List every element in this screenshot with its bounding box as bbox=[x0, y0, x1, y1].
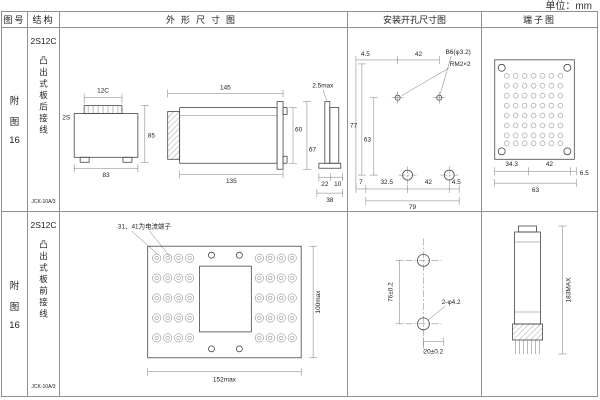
figure-char-1: 附 bbox=[9, 96, 20, 107]
mounting-hole-pattern: 76±0.2 2-φ4.2 20±0.2 bbox=[388, 238, 461, 356]
dim-34.3-label: 34.3 bbox=[505, 161, 518, 168]
dim-4.5-top-label: 4.5 bbox=[361, 51, 370, 58]
relay-side-profile: 183MAX bbox=[512, 225, 573, 355]
figure-cell-row1: 附 图 16 bbox=[2, 28, 28, 212]
dim-2.5max-label: 2.5max bbox=[312, 83, 334, 90]
figure-cell-row2: 附 图 16 bbox=[2, 212, 28, 396]
figure-number: 16 bbox=[9, 135, 20, 146]
dim-10-label: 10 bbox=[334, 181, 342, 188]
dim-77-label: 77 bbox=[350, 122, 358, 129]
mounting-drawing-row1: 4.5 42 B6(φ3.2) RM2×2 77 63 bbox=[350, 49, 471, 211]
structure-cell-row2: 2S12C 凸出式板前接线 JCK-10A/3 bbox=[28, 212, 60, 396]
dim-145-label: 145 bbox=[220, 85, 231, 92]
dim-42-top-label: 42 bbox=[415, 51, 423, 58]
figure-char-1: 附 bbox=[9, 280, 20, 292]
structure-cell-row1: 2S12C 凸出式板后接线 JCK-10A/3 bbox=[28, 28, 60, 212]
hole-spec-label: 2-φ4.2 bbox=[442, 299, 461, 306]
drawing-table: 图号 结构 外形尺寸图 安装开孔尺寸图 端子图 附 图 16 2S12C 凸出式… bbox=[1, 11, 598, 397]
terminal-drawing-row1: 34.3 42 6.5 63 bbox=[494, 59, 589, 194]
dim-152max-label: 152max bbox=[213, 377, 237, 384]
front-wiring-plate: 31、41为电流端子 bbox=[118, 221, 322, 383]
dim-63-label: 63 bbox=[532, 187, 540, 194]
terminal-block-face: 34.3 42 6.5 63 bbox=[494, 59, 589, 194]
outline-cell-row2: 31、41为电流端子 bbox=[60, 212, 348, 396]
right-terminal-group bbox=[254, 253, 297, 343]
dim-22-label: 22 bbox=[321, 181, 329, 188]
dim-2s-label: 2S bbox=[62, 115, 71, 122]
model-label: 2S12C bbox=[30, 220, 57, 230]
dim-183max-label: 183MAX bbox=[566, 277, 573, 303]
terminal-cell-row2: 183MAX bbox=[482, 212, 597, 396]
relay-code-label: JCK-10A/3 bbox=[31, 199, 56, 205]
structure-label: 凸出式板前接线 bbox=[38, 240, 49, 321]
terminal-cell-row1: 34.3 42 6.5 63 bbox=[482, 28, 597, 212]
dim-60-label: 60 bbox=[295, 126, 303, 133]
dim-38-label: 38 bbox=[326, 197, 334, 204]
dim-42-bottom-label: 42 bbox=[425, 179, 433, 186]
relay-top-view: 12C 2S 83 85 bbox=[62, 88, 155, 180]
header-outline: 外形尺寸图 bbox=[60, 12, 348, 28]
dim-12c-label: 12C bbox=[97, 88, 109, 95]
mounting-drawing-row2: 76±0.2 2-φ4.2 20±0.2 bbox=[388, 238, 461, 356]
dim-63-label: 63 bbox=[364, 136, 372, 143]
outline-drawing-row2: 31、41为电流端子 bbox=[118, 221, 322, 383]
header-figure: 图号 bbox=[2, 12, 28, 28]
mounting-hole-pattern: 4.5 42 B6(φ3.2) RM2×2 77 63 bbox=[350, 49, 471, 211]
figure-char-2: 图 bbox=[9, 117, 20, 128]
relay-profile-view: 2.5max 22 10 38 bbox=[312, 83, 343, 204]
screw-spec-label: B6(φ3.2) bbox=[446, 49, 471, 56]
figure-char-2: 图 bbox=[9, 301, 20, 313]
relay-side-view: 145 135 60 67 bbox=[167, 85, 317, 185]
dim-100max-label: 100max bbox=[315, 290, 322, 314]
structure-label: 凸出式板后接线 bbox=[38, 56, 49, 137]
header-mounting: 安装开孔尺寸图 bbox=[348, 12, 482, 28]
dim-6.5-label: 6.5 bbox=[580, 170, 589, 177]
outline-cell-row1: 12C 2S 83 85 145 135 bbox=[60, 28, 348, 212]
header-terminal: 端子图 bbox=[482, 12, 597, 28]
dim-79-label: 79 bbox=[409, 204, 417, 211]
mounting-cell-row2: 76±0.2 2-φ4.2 20±0.2 bbox=[348, 212, 482, 396]
header-structure: 结构 bbox=[28, 12, 60, 28]
figure-number: 16 bbox=[9, 319, 20, 331]
terminal-drawing-row2: 183MAX bbox=[512, 225, 573, 355]
left-terminal-group bbox=[152, 253, 194, 343]
units-label: 单位：mm bbox=[545, 1, 592, 12]
outline-drawing-row1: 12C 2S 83 85 145 135 bbox=[62, 83, 343, 204]
current-terminal-note: 31、41为电流端子 bbox=[118, 221, 172, 230]
dim-83-label: 83 bbox=[102, 172, 110, 179]
dim-7-label: 7 bbox=[359, 179, 363, 186]
model-label: 2S12C bbox=[30, 36, 57, 46]
dim-42-label: 42 bbox=[546, 161, 554, 168]
mounting-cell-row1: 4.5 42 B6(φ3.2) RM2×2 77 63 bbox=[348, 28, 482, 212]
relay-code-label: JCK-10A/3 bbox=[31, 384, 56, 390]
dim-20-label: 20±0.2 bbox=[424, 349, 444, 356]
dim-85-label: 85 bbox=[148, 132, 156, 139]
thread-spec-label: RM2×2 bbox=[450, 61, 471, 68]
dim-135-label: 135 bbox=[226, 178, 237, 185]
dim-32.5-label: 32.5 bbox=[380, 179, 393, 186]
dim-76-label: 76±0.2 bbox=[388, 282, 395, 302]
terminal-holes bbox=[503, 73, 564, 147]
dim-4.5-bottom-label: 4.5 bbox=[452, 179, 461, 186]
dim-67-label: 67 bbox=[309, 146, 317, 153]
